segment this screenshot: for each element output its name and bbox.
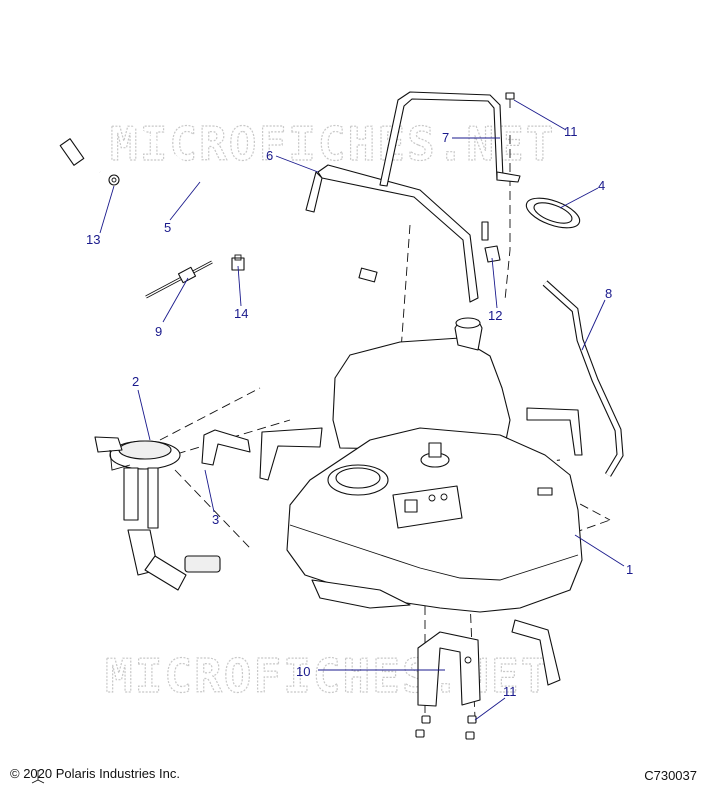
copyright-text: © 2020 Polaris Industries Inc. (10, 766, 180, 781)
callout-11-bottom: 11 (503, 684, 517, 699)
leader-lines (99, 99, 625, 721)
callout-10: 10 (296, 664, 310, 679)
callout-14: 14 (234, 306, 248, 321)
callout-5: 5 (164, 220, 171, 235)
callout-4: 4 (598, 178, 605, 193)
callout-2: 2 (132, 374, 139, 389)
callout-1: 1 (626, 562, 633, 577)
cable-tie-part-9 (145, 260, 213, 299)
strap-part-7 (379, 91, 521, 187)
fuel-cap-part-4 (525, 197, 581, 229)
vent-hose-part-8 (542, 280, 624, 477)
watermark-top: MICROFICHES.NET (110, 117, 555, 171)
figure-id: C730037 (644, 768, 697, 783)
callout-11-top: 11 (564, 124, 578, 139)
callout-13: 13 (86, 232, 100, 247)
fuel-line-part-5 (59, 116, 378, 283)
bolts-part-11-bottom (415, 715, 477, 740)
fuel-tank-part-1 (286, 427, 583, 613)
bracket-part-10 (417, 631, 481, 707)
orientation-axis-mark (31, 770, 45, 784)
callout-labels: 1 2 3 4 5 6 7 8 9 10 11 11 12 13 14 (86, 124, 633, 699)
callout-6: 6 (266, 148, 273, 163)
strap-part-6 (305, 164, 479, 303)
clamp-part-13 (108, 174, 120, 186)
tank-pads (259, 407, 583, 686)
callout-9: 9 (155, 324, 162, 339)
strap-pad-part-3 (201, 429, 251, 466)
callout-3: 3 (212, 512, 219, 527)
fuel-tank-back-outline (332, 317, 511, 451)
callout-7: 7 (442, 130, 449, 145)
callout-8: 8 (605, 286, 612, 301)
bolt-part-11-top (505, 92, 515, 108)
watermark-bottom: MICROFICHES.NET (105, 649, 550, 703)
callout-12: 12 (488, 308, 502, 323)
fuel-pump-part-2 (94, 436, 221, 591)
bracket-part-12 (481, 221, 501, 263)
